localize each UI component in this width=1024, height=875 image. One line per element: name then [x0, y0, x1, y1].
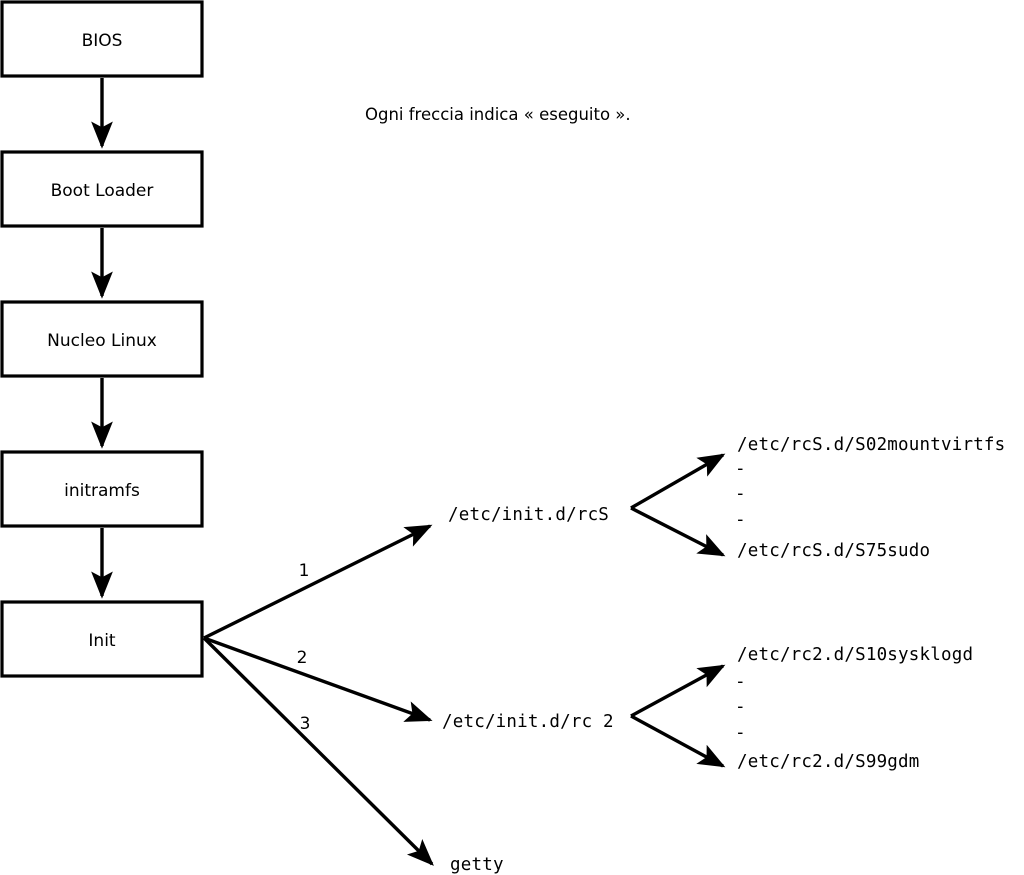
label-etc-init-d-rc-2[interactable]: /etc/init.d/rc 2 — [442, 712, 614, 732]
node-initramfs[interactable]: initramfs — [0, 450, 204, 528]
node-init-label: Init — [88, 631, 116, 651]
arrow-init-to-getty — [202, 636, 434, 866]
label-getty[interactable]: getty — [450, 855, 504, 875]
node-bios[interactable]: BIOS — [0, 0, 204, 78]
node-init[interactable]: Init — [0, 600, 204, 678]
label-etc-rcs-d-s02mountvirtfs[interactable]: /etc/rcS.d/S02mountvirtfs — [737, 435, 1005, 455]
node-boot-loader[interactable]: Boot Loader — [0, 150, 204, 228]
rcs-ellipsis-dash-3: - — [735, 510, 746, 530]
arrow-init-to-rc2 — [203, 636, 433, 722]
node-nucleo-linux-label: Nucleo Linux — [47, 331, 157, 351]
rcs-ellipsis-dash-2: - — [735, 484, 746, 504]
arrow-init-to-rcs — [203, 524, 433, 640]
rcs-ellipsis-dash-1: - — [735, 459, 746, 479]
node-boot-loader-label: Boot Loader — [51, 181, 154, 201]
node-boxes: BIOS Boot Loader Nucleo Linux initramfs … — [0, 0, 204, 678]
branch-number-3: 3 — [300, 714, 311, 734]
arrow-rcs-to-s02mountvirtfs — [630, 453, 726, 510]
rc2-d-group: /etc/rc2.d/S10sysklogd - - - /etc/rc2.d/… — [630, 645, 973, 772]
mid-level-labels: /etc/init.d/rcS /etc/init.d/rc 2 getty — [442, 505, 614, 875]
node-initramfs-label: initramfs — [64, 481, 140, 501]
arrow-rc2-to-s99gdm — [630, 714, 726, 768]
init-branch-arrows — [202, 524, 434, 866]
rc2-ellipsis-dash-1: - — [735, 672, 746, 692]
branch-number-1: 1 — [299, 561, 310, 581]
label-etc-rc2-d-s99gdm[interactable]: /etc/rc2.d/S99gdm — [737, 752, 920, 772]
branch-number-labels: 1 2 3 — [297, 561, 311, 734]
branch-number-2: 2 — [297, 648, 308, 668]
diagram-caption: Ogni freccia indica « eseguito ». — [365, 105, 631, 124]
rc2-ellipsis-dash-3: - — [735, 723, 746, 743]
arrow-rcs-to-s75sudo — [630, 506, 726, 557]
label-etc-init-d-rcs[interactable]: /etc/init.d/rcS — [448, 505, 609, 525]
label-etc-rcs-d-s75sudo[interactable]: /etc/rcS.d/S75sudo — [737, 541, 930, 561]
rc2-ellipsis-dash-2: - — [735, 697, 746, 717]
arrow-rc2-to-s10sysklogd — [630, 664, 726, 718]
node-nucleo-linux[interactable]: Nucleo Linux — [0, 300, 204, 378]
node-bios-label: BIOS — [82, 31, 123, 51]
rcs-d-group: /etc/rcS.d/S02mountvirtfs - - - /etc/rcS… — [630, 435, 1005, 561]
label-etc-rc2-d-s10sysklogd[interactable]: /etc/rc2.d/S10sysklogd — [737, 645, 973, 665]
